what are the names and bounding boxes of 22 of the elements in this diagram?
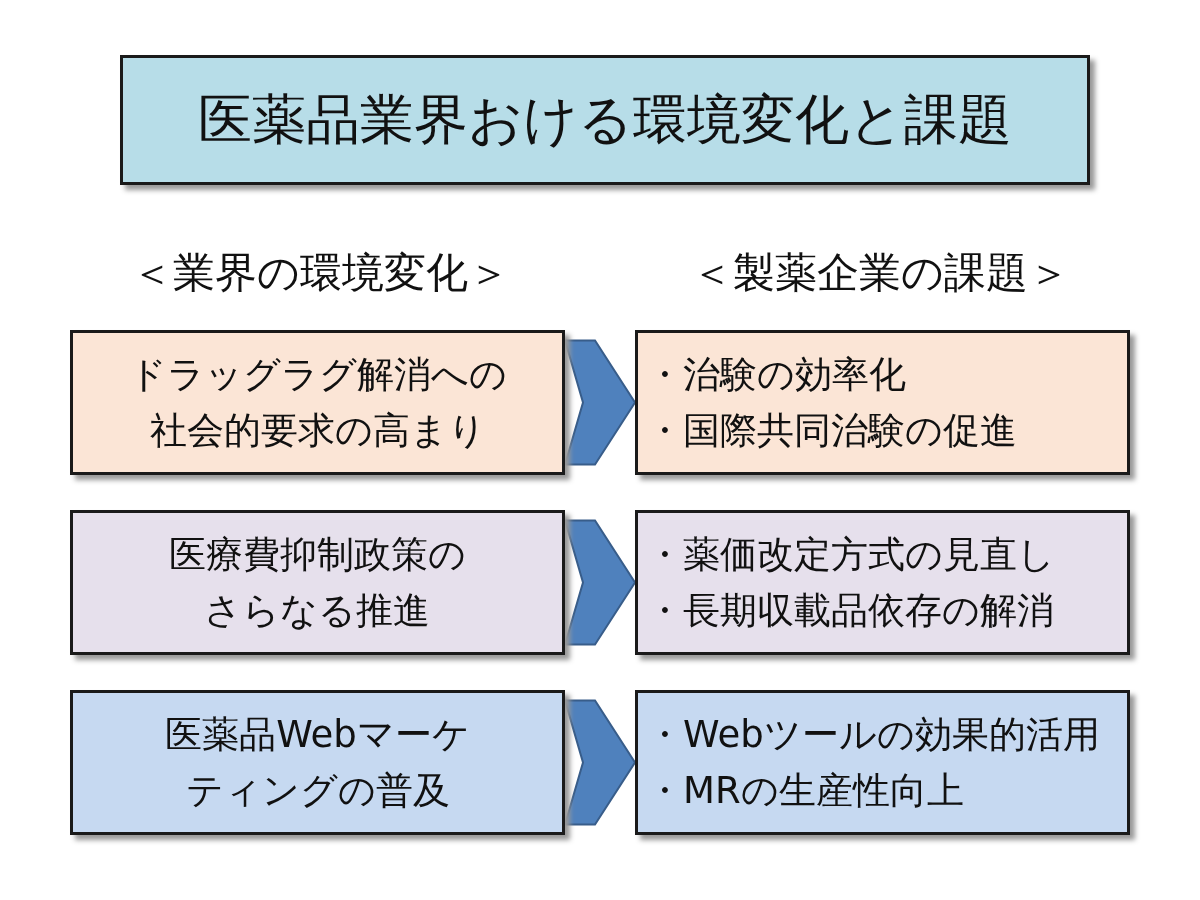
text-box [70,690,565,835]
chevron-arrow [563,339,637,466]
list-item: ・国際共同治験の促進 [646,407,1017,454]
list-item: ・Webツールの効果的活用 [646,711,1100,758]
text-box [635,330,1130,475]
box-text: 医療費抑制政策のさらなる推進 [168,531,467,634]
box-text: 医薬品Webマーケティングの普及 [164,711,471,814]
chevron-arrow [563,519,637,646]
chevron-arrow [563,699,637,826]
list-item: ・薬価改定方式の見直し [646,531,1055,578]
box-text: ドラッグラグ解消への社会的要求の高まり [127,351,508,454]
title: 医薬品業界おける環境変化と課題 [198,86,1012,153]
text-box [635,690,1130,835]
list-item: ・MRの生産性向上 [646,767,964,814]
list-item: ・長期収載品依存の解消 [646,587,1054,634]
list-item: ・治験の効率化 [646,351,906,398]
text-box [70,330,565,475]
text-box [70,510,565,655]
title-box [120,55,1090,185]
column-heading: ＜製薬企業の課題＞ [690,247,1070,299]
text-box [635,510,1130,655]
column-heading: ＜業界の環境変化＞ [130,247,510,299]
